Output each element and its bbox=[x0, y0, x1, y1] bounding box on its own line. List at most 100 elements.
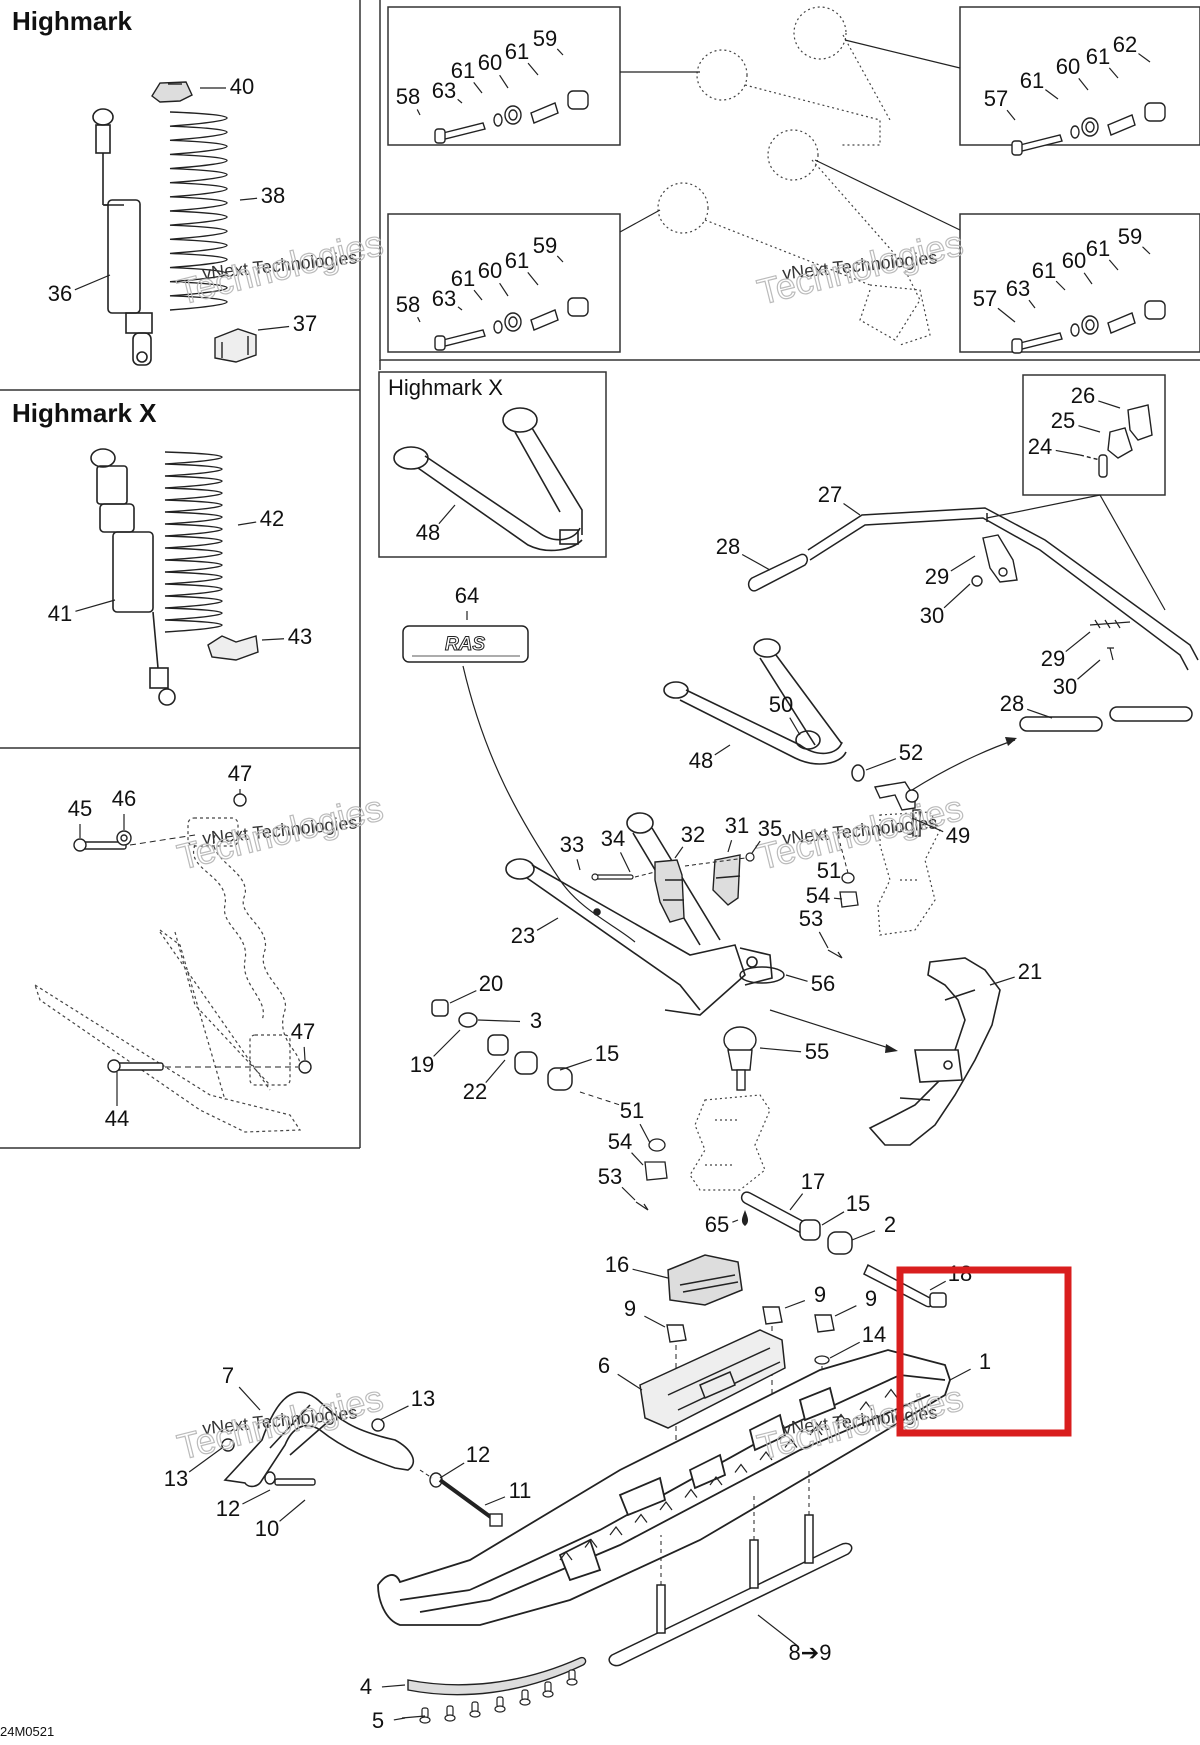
sway-bar-bushing-28-bottom bbox=[1019, 706, 1193, 732]
part-label-p48b: 48 bbox=[689, 748, 713, 773]
part-label-p43: 43 bbox=[288, 624, 312, 649]
part-label-p22: 22 bbox=[463, 1079, 487, 1104]
part-label-p8to9: 8➔9 bbox=[789, 1640, 832, 1665]
part-label-p33: 33 bbox=[560, 832, 584, 857]
bolt-33 bbox=[591, 873, 634, 881]
part-label-b4_60: 60 bbox=[1062, 248, 1086, 273]
part-label-p5: 5 bbox=[372, 1708, 384, 1733]
part-label-p37: 37 bbox=[293, 311, 317, 336]
spindle-dotted-lower bbox=[689, 1094, 771, 1191]
part-label-p47b: 47 bbox=[291, 1019, 315, 1044]
part-label-p1: 1 bbox=[979, 1349, 991, 1374]
part-label-b2_60: 60 bbox=[1056, 54, 1080, 79]
part-label-p64: 64 bbox=[455, 583, 479, 608]
svg-text:Technologies: Technologies bbox=[753, 222, 967, 313]
part-label-p23: 23 bbox=[511, 923, 535, 948]
part-label-p44: 44 bbox=[105, 1106, 129, 1131]
dash-lines-panel3 bbox=[129, 834, 298, 1068]
part-label-p49: 49 bbox=[946, 823, 970, 848]
part-label-p38: 38 bbox=[261, 183, 285, 208]
part-label-p48a: 48 bbox=[416, 520, 440, 545]
part-label-p15a: 15 bbox=[595, 1041, 619, 1066]
part-label-p13a: 13 bbox=[411, 1386, 435, 1411]
cotter-pin-53-lower bbox=[635, 1201, 649, 1211]
part-label-p54a: 54 bbox=[806, 883, 830, 908]
part-label-p10: 10 bbox=[255, 1516, 279, 1541]
ball-joint-49 bbox=[873, 781, 921, 837]
part-label-p2: 2 bbox=[884, 1212, 896, 1237]
part-label-b2_57: 57 bbox=[984, 86, 1008, 111]
box-leader-lines bbox=[619, 39, 961, 233]
ski-riser-6 bbox=[639, 1329, 786, 1429]
ski-handle-7 bbox=[223, 1391, 414, 1488]
part-label-b4_59: 59 bbox=[1118, 224, 1142, 249]
upper-a-arm-48 bbox=[663, 638, 847, 765]
screws-5 bbox=[401, 1669, 578, 1724]
part-label-p47a: 47 bbox=[228, 761, 252, 786]
arrow-head-21 bbox=[885, 1044, 898, 1053]
link-bracket-29 bbox=[982, 534, 1018, 583]
part-label-b4_63: 63 bbox=[1006, 276, 1030, 301]
sway-bracket-leaders bbox=[986, 494, 1166, 611]
part-label-p25: 25 bbox=[1051, 408, 1075, 433]
bushing-stack-box2 bbox=[1011, 102, 1166, 156]
shock-absorber-41 bbox=[90, 448, 176, 706]
wear-strip-4 bbox=[407, 1656, 587, 1696]
spring-38 bbox=[169, 111, 228, 311]
part-label-p7: 7 bbox=[222, 1363, 234, 1388]
part-label-p56: 56 bbox=[811, 971, 835, 996]
part-label-b1_61a: 61 bbox=[451, 58, 475, 83]
nut-47-top bbox=[233, 793, 247, 807]
part-label-p53a: 53 bbox=[799, 906, 823, 931]
clip-29-30-lower bbox=[1089, 619, 1131, 661]
part-label-p20: 20 bbox=[479, 971, 503, 996]
part-label-b4_61b: 61 bbox=[1086, 236, 1110, 261]
part-label-p19: 19 bbox=[410, 1052, 434, 1077]
part-label-p16: 16 bbox=[605, 1252, 629, 1277]
part-label-p29a: 29 bbox=[925, 564, 949, 589]
part-label-p11: 11 bbox=[509, 1478, 532, 1503]
part-label-p35: 35 bbox=[758, 816, 782, 841]
box-title-highmark-x: Highmark X bbox=[388, 375, 503, 400]
svg-text:Technologies: Technologies bbox=[753, 787, 967, 878]
bolt-45 bbox=[73, 838, 127, 852]
diagram-code: 24M0521 bbox=[0, 1724, 55, 1739]
part-label-p24: 24 bbox=[1028, 434, 1052, 459]
part-label-b3_58: 58 bbox=[396, 292, 420, 317]
arrow-head bbox=[1005, 737, 1017, 746]
part-label-b1_58: 58 bbox=[396, 84, 420, 109]
part-label-p51a: 51 bbox=[817, 858, 841, 883]
part-label-p42: 42 bbox=[260, 506, 284, 531]
a-arm-48-highmark-x bbox=[393, 407, 583, 552]
part-label-p41: 41 bbox=[48, 601, 72, 626]
panel-frames bbox=[0, 0, 1200, 1149]
label-leader-lines bbox=[74, 48, 1151, 1721]
part-label-b3_61b: 61 bbox=[505, 248, 529, 273]
bumper-32 bbox=[654, 859, 685, 923]
bushing-hardware-left bbox=[431, 999, 573, 1091]
washer-46 bbox=[116, 830, 132, 846]
dash-12 bbox=[419, 1469, 433, 1479]
seal-56 bbox=[739, 966, 785, 984]
part-label-p17: 17 bbox=[801, 1169, 825, 1194]
shock-absorber-36 bbox=[92, 108, 153, 366]
sway-bar-bushing-28-top bbox=[747, 553, 808, 592]
nut-washer-51-54-lower bbox=[644, 1138, 668, 1181]
nut-47-bottom bbox=[298, 1060, 312, 1074]
panel-title-highmark: Highmark bbox=[12, 6, 132, 36]
dash-51 bbox=[839, 842, 849, 874]
part-label-p31: 31 bbox=[725, 813, 749, 838]
part-label-p13b: 13 bbox=[164, 1466, 188, 1491]
part-label-p12a: 12 bbox=[466, 1442, 490, 1467]
part-label-p21: 21 bbox=[1018, 959, 1042, 984]
washer-14 bbox=[814, 1355, 830, 1365]
part-label-p53b: 53 bbox=[598, 1164, 622, 1189]
part-label-p40: 40 bbox=[230, 74, 254, 99]
dash-15 bbox=[579, 1091, 621, 1106]
leader-52-28 bbox=[911, 739, 1016, 791]
sway-bar-27 bbox=[807, 507, 1199, 671]
spring-42 bbox=[164, 451, 223, 633]
